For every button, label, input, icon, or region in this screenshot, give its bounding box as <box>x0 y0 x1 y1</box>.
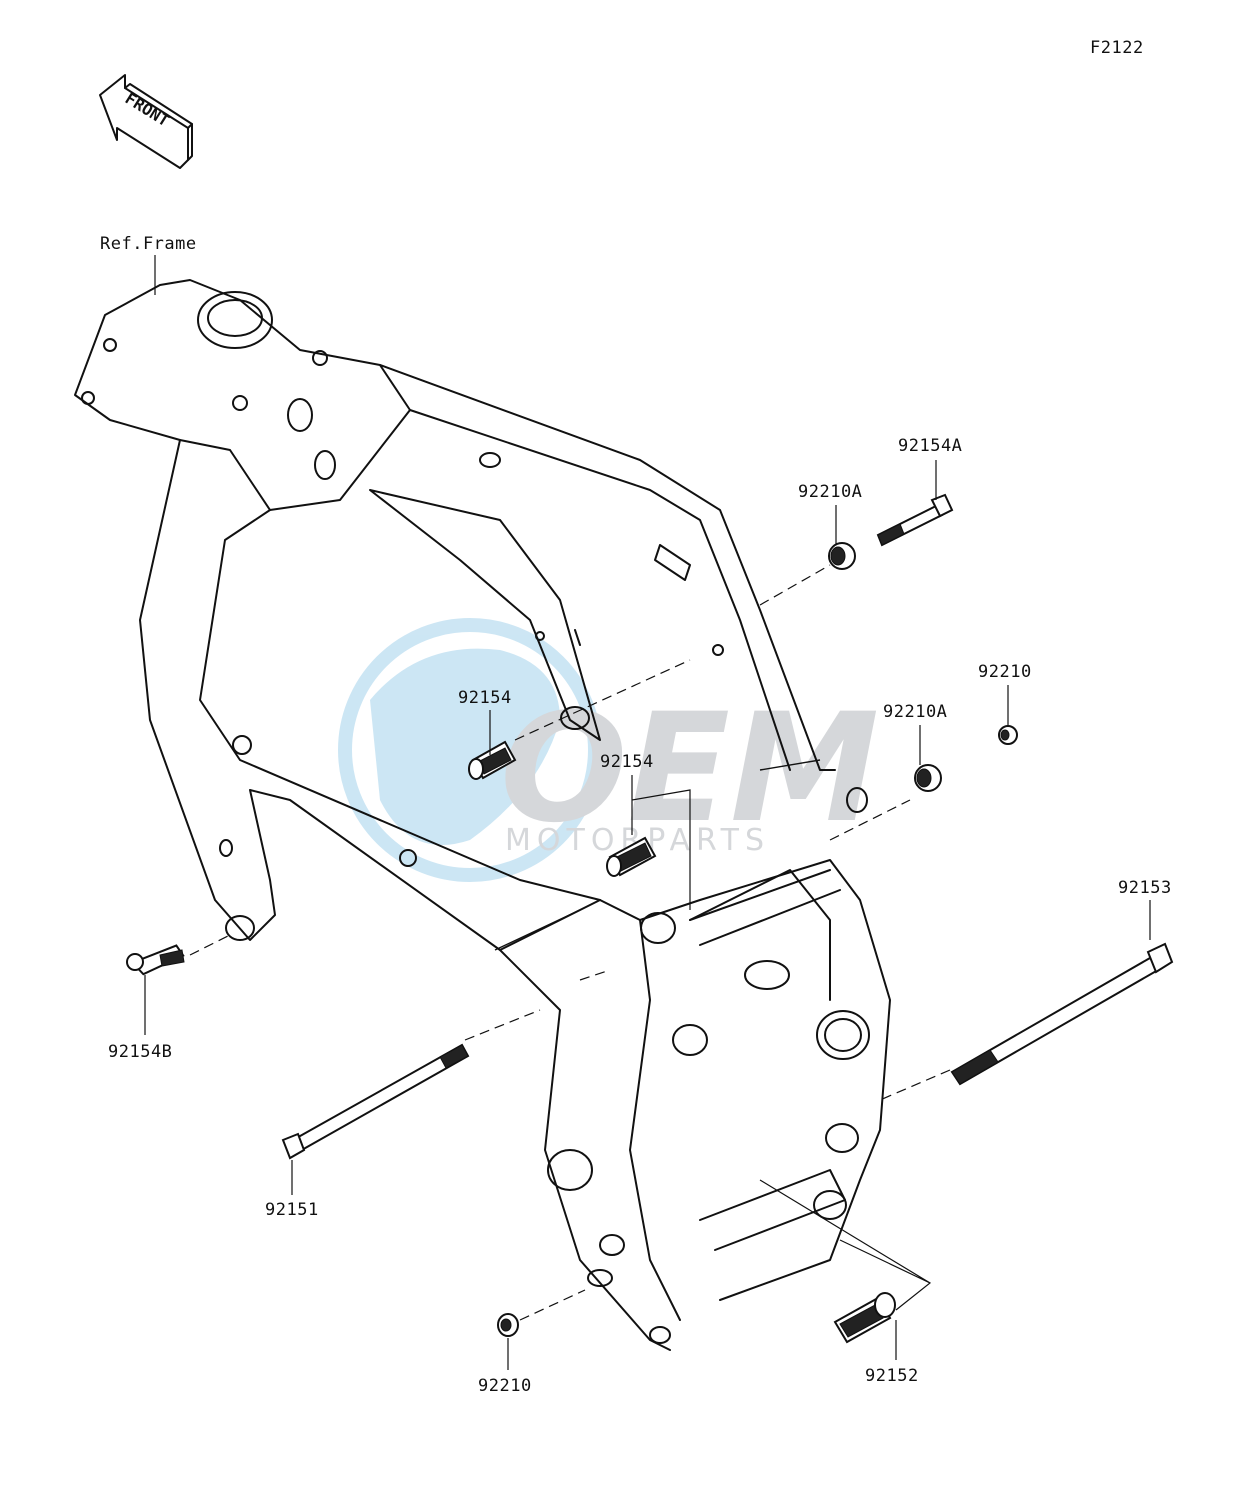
part-label-92151: 92151 <box>265 1200 319 1220</box>
nut-92210-right <box>998 725 1018 745</box>
part-label-92154B: 92154B <box>108 1042 173 1062</box>
part-label-92154A: 92154A <box>898 436 963 456</box>
watermark-logo: OEM MOTORPARTS <box>338 618 879 882</box>
figure-code: F2122 <box>1090 38 1144 58</box>
leader-lines <box>144 255 1151 1370</box>
bolt-92154B <box>126 944 185 976</box>
bolt-92151 <box>281 1043 470 1160</box>
bolt-92154A <box>876 493 954 547</box>
part-label-92210-right: 92210 <box>978 662 1032 682</box>
nut-92210-bottom <box>497 1313 519 1337</box>
nut-92210A-mid <box>914 764 942 792</box>
motorcycle-frame <box>74 279 891 1351</box>
collar-92152 <box>833 1292 896 1344</box>
nut-92210A-top <box>828 542 856 570</box>
bolt-92153 <box>950 942 1174 1086</box>
front-direction-arrow-icon: FRONT <box>99 74 193 169</box>
collar-92154-upper <box>468 740 517 780</box>
collar-92154-lower <box>606 836 657 877</box>
part-label-92210-bottom: 92210 <box>478 1376 532 1396</box>
part-label-92153: 92153 <box>1118 878 1172 898</box>
part-label-92154-upper: 92154 <box>458 688 512 708</box>
ref-frame-label: Ref.Frame <box>100 234 197 254</box>
part-label-92210A-top: 92210A <box>798 482 863 502</box>
part-label-92210A-mid: 92210A <box>883 702 948 722</box>
installation-lines <box>189 564 951 1321</box>
part-label-92154-lower: 92154 <box>600 752 654 772</box>
part-label-92152: 92152 <box>865 1366 919 1386</box>
